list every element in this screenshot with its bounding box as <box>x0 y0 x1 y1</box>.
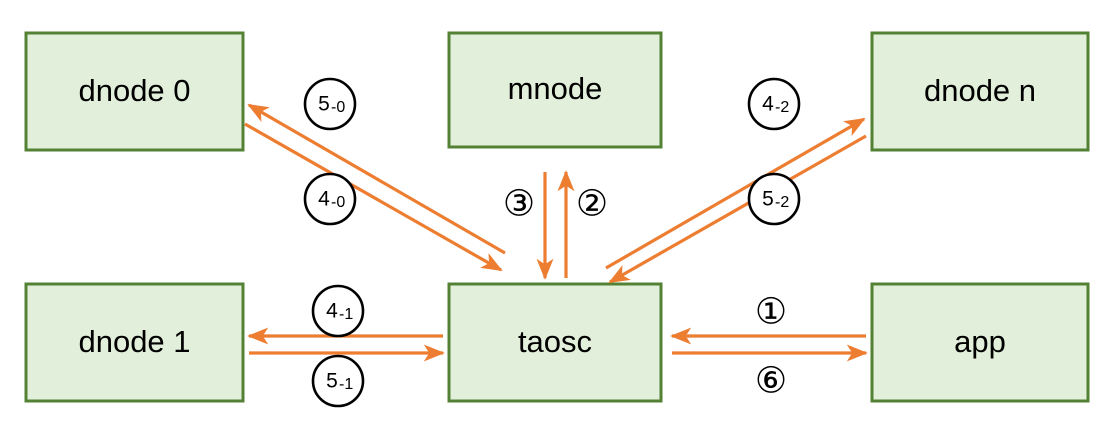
badge-sub-label: -0 <box>331 194 345 211</box>
badge-4-1: 4 -1 <box>311 284 365 338</box>
badge-1: ① <box>755 292 787 333</box>
badge-5-2: 5 -2 <box>747 172 801 226</box>
node-label: app <box>954 324 1006 359</box>
badge-2: ② <box>576 184 608 225</box>
node-box-rect <box>447 31 663 149</box>
node-box-rect <box>24 282 245 403</box>
badge-5-1: 5 -1 <box>311 354 365 408</box>
badge-sub-label: -0 <box>331 99 345 116</box>
badge-5-0: 5 -0 <box>303 77 357 131</box>
edge-4-0 <box>244 122 503 272</box>
badge-main-label: 4 <box>326 300 338 323</box>
badge-sub-label: -2 <box>775 99 789 116</box>
badge-main-label: 5 <box>318 93 330 116</box>
badge-circle <box>303 172 357 226</box>
badge-sub-label: -1 <box>339 306 353 323</box>
node-taosc[interactable]: taosc <box>447 282 663 403</box>
node-mnode[interactable]: mnode <box>447 31 663 149</box>
node-box-rect <box>447 282 663 403</box>
badge-circle <box>303 77 357 131</box>
badge-circle <box>311 284 365 338</box>
badge-circle <box>747 77 801 131</box>
node-label: mnode <box>508 71 603 106</box>
node-label: taosc <box>518 324 592 359</box>
badge-4-2: 4 -2 <box>747 77 801 131</box>
badge-circle <box>747 172 801 226</box>
badge-sub-label: -1 <box>339 376 353 393</box>
node-dnode-0[interactable]: dnode 0 <box>24 31 245 152</box>
node-dnode-1[interactable]: dnode 1 <box>24 282 245 403</box>
node-box-rect <box>24 31 245 152</box>
badge-main-label: 4 <box>318 188 330 211</box>
node-box-rect <box>870 31 1090 152</box>
node-label: dnode n <box>924 73 1036 108</box>
badge-6: ⑥ <box>755 361 787 402</box>
edge-5-2 <box>608 134 867 284</box>
badge-sub-label: -2 <box>775 194 789 211</box>
badge-4-0: 4 -0 <box>303 172 357 226</box>
badge-circle <box>311 354 365 408</box>
badge-main-label: 4 <box>762 93 774 116</box>
edge-4-2 <box>605 117 866 270</box>
node-label: dnode 1 <box>78 324 190 359</box>
node-app[interactable]: app <box>870 282 1090 403</box>
node-dnode-n[interactable]: dnode n <box>870 31 1090 152</box>
badge-3: ③ <box>503 184 535 225</box>
badge-main-label: 5 <box>326 370 338 393</box>
badge-main-label: 5 <box>762 188 774 211</box>
edge-5-0 <box>247 103 506 255</box>
node-label: dnode 0 <box>78 73 190 108</box>
node-box-rect <box>870 282 1090 403</box>
